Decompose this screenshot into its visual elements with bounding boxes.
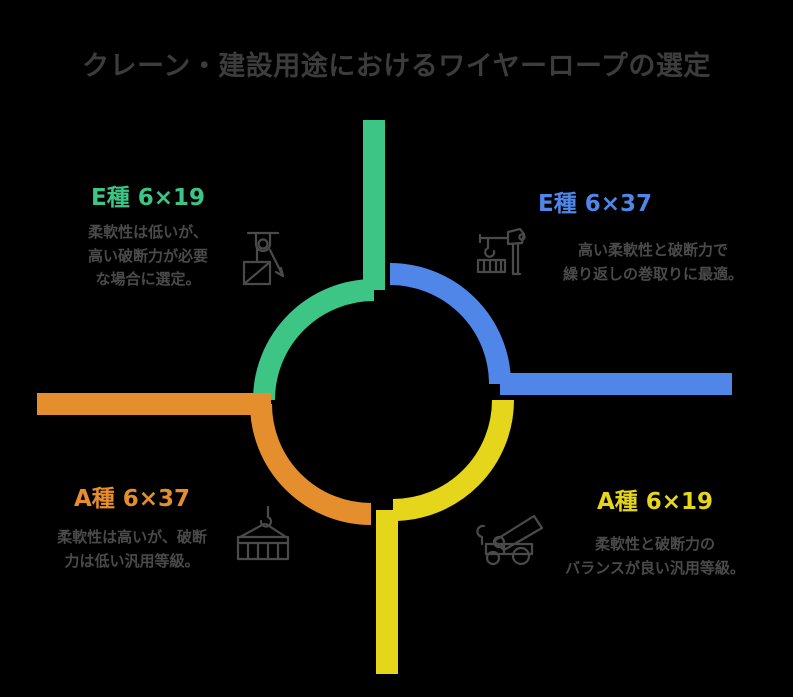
quadrant-top-left-label: E種 6×19 bbox=[90, 185, 205, 211]
container-hook-icon bbox=[224, 504, 296, 570]
segment-top-right[interactable] bbox=[389, 263, 732, 395]
segment-top-left[interactable] bbox=[253, 120, 385, 401]
quadrant-bottom-right-label: A種 6×19 bbox=[596, 489, 714, 515]
tower-crane-icon bbox=[472, 224, 536, 286]
quadrant-top-right-description: 高い柔軟性と破断力で 繰り返しの巻取りに最適。 bbox=[562, 241, 743, 283]
segment-bottom-left[interactable] bbox=[37, 393, 372, 525]
quadrant-bottom-right: A種 6×19 柔軟性と破断力の バランスが良い汎用等級。 bbox=[530, 489, 780, 580]
quadrant-bottom-right-description: 柔軟性と破断力の バランスが良い汎用等級。 bbox=[565, 535, 745, 577]
segment-arc-orange bbox=[250, 403, 372, 525]
quadrant-bottom-left-label: A種 6×37 bbox=[73, 486, 191, 512]
quadrant-bottom-left-description: 柔軟性は高いが、破断 力は低い汎用等級。 bbox=[57, 528, 207, 570]
quadrant-top-right-label: E種 6×37 bbox=[538, 191, 653, 217]
page-title: クレーン・建設用途におけるワイヤーロープの選定 bbox=[82, 51, 711, 82]
quadrant-bottom-left: A種 6×37 柔軟性は高いが、破断 力は低い汎用等級。 bbox=[12, 486, 252, 573]
segment-arc-green bbox=[253, 279, 375, 401]
quadrant-top-right: E種 6×37 高い柔軟性と破断力で 繰り返しの巻取りに最適。 bbox=[528, 191, 778, 286]
pulley-hoist-icon bbox=[218, 230, 288, 314]
quadrant-top-left: E種 6×19 柔軟性は低いが、 高い破断力が必要 な場合に選定。 bbox=[48, 185, 248, 291]
mobile-crane-icon bbox=[476, 508, 552, 574]
segment-arc-yellow bbox=[392, 399, 514, 521]
segment-arc-blue bbox=[389, 263, 511, 385]
segment-bottom-right[interactable] bbox=[376, 399, 514, 674]
quadrant-top-left-description: 柔軟性は低いが、 高い破断力が必要 な場合に選定。 bbox=[87, 223, 208, 288]
